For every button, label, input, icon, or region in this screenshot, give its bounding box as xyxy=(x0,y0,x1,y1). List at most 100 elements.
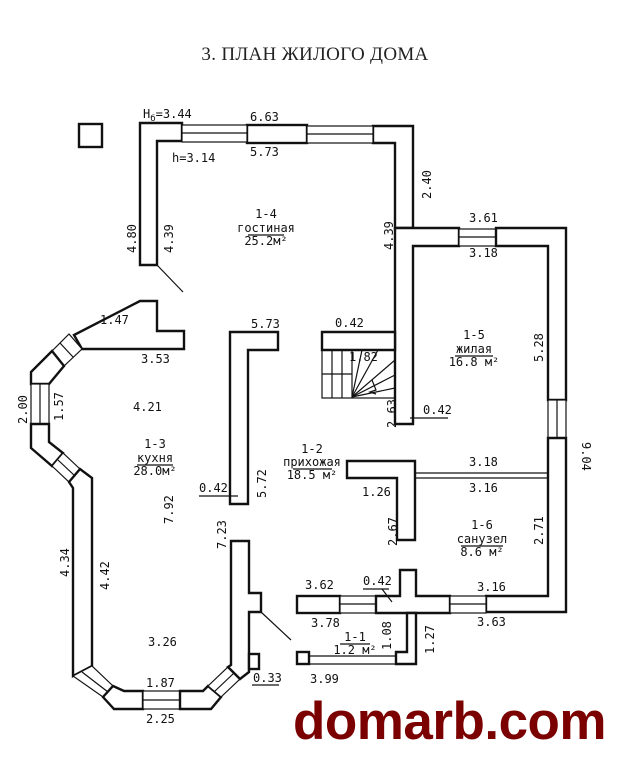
window-entry xyxy=(339,595,377,614)
wall-vestibule-post xyxy=(295,650,311,666)
height-outer-label: Hб=3.44 xyxy=(143,107,192,124)
wall-living-top-pier xyxy=(245,123,309,145)
window-bedroom-side xyxy=(547,399,567,439)
dim-kitchen-len: 7.92 xyxy=(162,495,176,524)
partition-bath xyxy=(415,472,548,479)
svg-text:16.8 м²: 16.8 м² xyxy=(449,355,500,369)
dim-bedroom-wall: 0.42 xyxy=(423,403,452,417)
svg-text:25.2м²: 25.2м² xyxy=(244,234,287,248)
window-kitchen-bay xyxy=(30,383,50,425)
svg-text:1-3: 1-3 xyxy=(144,437,166,451)
dim-living-left-outer: 4.80 xyxy=(125,224,139,253)
wall-post xyxy=(247,652,261,671)
staircase xyxy=(321,349,396,399)
room-label-1-4: 1-4 гостиная 25.2м² xyxy=(237,207,295,248)
dim-entry-inner: 3.62 xyxy=(305,578,334,592)
svg-text:1-2: 1-2 xyxy=(301,442,323,456)
wall-kitchen-right xyxy=(226,539,263,681)
door-swing-kitchen xyxy=(260,611,292,641)
wall-living-left xyxy=(138,121,184,267)
dim-bath-bottom-outer: 3.63 xyxy=(477,615,506,629)
dim-bedroom-top-inner: 3.18 xyxy=(469,246,498,260)
svg-text:кухня: кухня xyxy=(137,451,173,465)
dim-hall-stub: 1.26 xyxy=(362,485,391,499)
dim-partition-wall: 0.42 xyxy=(199,481,228,495)
wall-bedroom-left xyxy=(393,226,461,426)
room-label-1-3: 1-3 кухня 28.0м² xyxy=(133,437,176,478)
svg-text:28.0м²: 28.0м² xyxy=(133,464,176,478)
dim-bottom-inner: 1.87 xyxy=(146,676,175,690)
marker-square xyxy=(77,122,104,149)
dim-hall-stub-len: 2.67 xyxy=(386,517,400,546)
wall-entry-pier xyxy=(374,568,452,615)
watermark-logo: domarb.com xyxy=(293,692,607,751)
window-living-2 xyxy=(306,125,374,144)
dim-bath-right: 2.71 xyxy=(532,516,546,545)
dim-kitchen-right: 7.23 xyxy=(215,520,229,549)
svg-text:1-4: 1-4 xyxy=(255,207,277,221)
dim-vest-outer-depth: 1.27 xyxy=(423,625,437,654)
wall-partition xyxy=(228,330,280,506)
dim-living-left-inner: 4.39 xyxy=(162,224,176,253)
dim-bedroom-right: 5.28 xyxy=(532,333,546,362)
room-label-1-1: 1-1 1.2 м² xyxy=(333,630,376,657)
dim-bay-inner: 1.57 xyxy=(52,392,66,421)
svg-text:прихожая: прихожая xyxy=(283,455,341,469)
dim-top-inner: 5.73 xyxy=(250,145,279,159)
svg-text:санузел: санузел xyxy=(457,532,508,546)
svg-text:жилая: жилая xyxy=(456,342,492,356)
window-kitchen-bottom xyxy=(142,690,181,710)
dim-kitchen-width: 4.21 xyxy=(133,400,162,414)
wall-kitchen-left xyxy=(67,467,94,678)
wall-bedroom-right xyxy=(494,226,568,402)
dim-stair-wall: 0.42 xyxy=(335,316,364,330)
svg-text:1-5: 1-5 xyxy=(463,328,485,342)
dim-bedroom-top-outer: 3.61 xyxy=(469,211,498,225)
wall-kitchen-bottom-l xyxy=(101,684,145,711)
svg-text:1-1: 1-1 xyxy=(344,630,366,644)
window-bedroom xyxy=(458,228,497,247)
dim-kitchen-top-b: 3.53 xyxy=(141,352,170,366)
dim-vest-width: 3.99 xyxy=(310,672,339,686)
height-inner-label: h=3.14 xyxy=(172,151,215,165)
dim-right-upper: 2.40 xyxy=(420,170,434,199)
dim-living-right: 4.39 xyxy=(382,221,396,250)
room-label-1-6: 1-6 санузел 8.6 м² xyxy=(457,518,508,559)
door-swing-living xyxy=(156,264,184,293)
wall-stair-top xyxy=(320,330,397,352)
dim-kitchen-left-inner: 4.42 xyxy=(98,561,112,590)
dim-bath-partition-bottom: 3.16 xyxy=(469,481,498,495)
room-label-1-2: 1-2 прихожая 18.5 м² xyxy=(283,442,341,482)
dim-vest-depth: 1.08 xyxy=(380,621,394,650)
dim-entry-wall: 0.42 xyxy=(363,574,392,588)
dim-partition-top: 5.73 xyxy=(251,317,280,331)
svg-text:1.2 м²: 1.2 м² xyxy=(333,643,376,657)
vestibule-front xyxy=(309,655,396,665)
svg-text:18.5 м²: 18.5 м² xyxy=(287,468,338,482)
dim-kitchen-top-a: 1.47 xyxy=(100,313,129,327)
dim-top-outer: 6.63 xyxy=(250,110,279,124)
wall-living-right xyxy=(371,124,415,230)
wall-kitchen-top xyxy=(72,299,186,351)
dim-stair-side: 2.63 xyxy=(385,399,399,428)
plan-title: 3. ПЛАН ЖИЛОГО ДОМА xyxy=(201,44,429,65)
dim-bath-bottom-inner: 3.16 xyxy=(477,580,506,594)
dim-entry-outer: 3.78 xyxy=(311,616,340,630)
svg-text:8.6 м²: 8.6 м² xyxy=(460,545,503,559)
wall-vestibule-right xyxy=(394,611,418,666)
dim-kitchen-bottom-width: 3.26 xyxy=(148,635,177,649)
window-bath xyxy=(449,595,487,614)
wall-hall-stub xyxy=(345,459,417,542)
wall-entry-left xyxy=(295,594,342,615)
dim-kitchen-left-outer: 4.34 xyxy=(58,548,72,577)
dim-partition-len: 5.72 xyxy=(255,469,269,498)
dim-bath-partition-top: 3.18 xyxy=(469,455,498,469)
dim-bottom-outer: 2.25 xyxy=(146,712,175,726)
dim-right-total: 9.04 xyxy=(579,442,593,471)
window-living-1 xyxy=(181,124,248,143)
dim-post: 0.33 xyxy=(253,671,282,685)
svg-text:гостиная: гостиная xyxy=(237,221,295,235)
svg-text:1-6: 1-6 xyxy=(471,518,493,532)
dim-stair-run: 1.82 xyxy=(349,350,378,364)
